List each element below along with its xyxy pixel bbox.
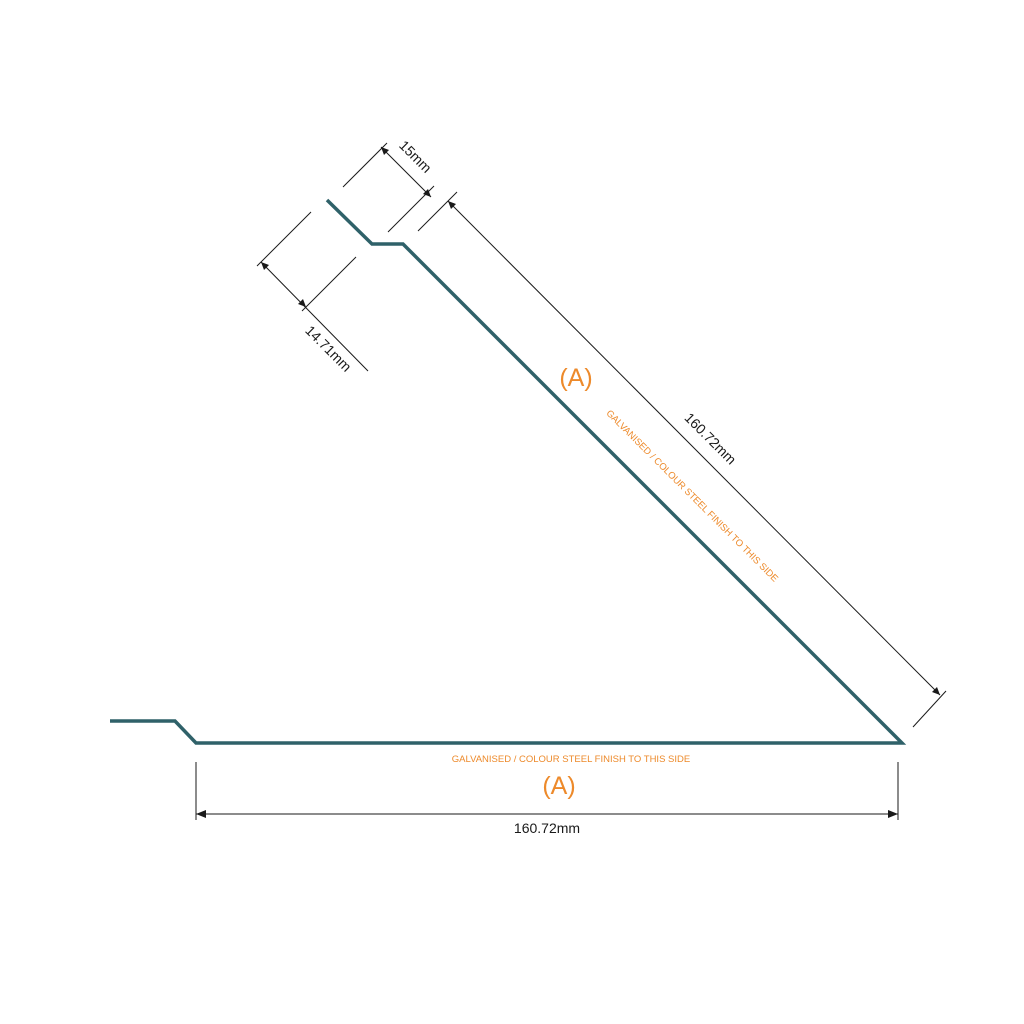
dimension-label: 160.72mm bbox=[681, 409, 739, 467]
dimension-base-side: 160.72mm bbox=[195, 762, 899, 836]
arrowhead bbox=[423, 189, 431, 197]
extension-line bbox=[912, 690, 947, 728]
extension-line bbox=[256, 211, 312, 267]
dimension-line bbox=[380, 146, 432, 198]
dimension-label: 14.71mm bbox=[302, 322, 355, 375]
arrowhead bbox=[448, 201, 456, 209]
dimension-line bbox=[447, 200, 941, 696]
dimension-label: 15mm bbox=[396, 137, 435, 176]
extension-line bbox=[301, 256, 357, 312]
dimension-line bbox=[260, 261, 369, 372]
side-label-base: (A) bbox=[542, 772, 575, 800]
arrowhead bbox=[298, 299, 306, 307]
arrowhead bbox=[196, 810, 206, 818]
arrowhead bbox=[888, 810, 898, 818]
side-label-diagonal: (A) bbox=[559, 364, 592, 392]
dimension-top-lip-depth: 14.71mm bbox=[256, 211, 369, 375]
dimension-top-lip-width: 15mm bbox=[342, 137, 435, 233]
arrowhead bbox=[261, 262, 269, 270]
flashing-profile bbox=[110, 198, 907, 745]
arrowhead bbox=[932, 687, 940, 695]
profile-line bbox=[110, 198, 907, 745]
extension-line bbox=[342, 142, 388, 188]
finish-note-base: GALVANISED / COLOUR STEEL FINISH TO THIS… bbox=[452, 754, 690, 765]
base-finish-annotation: GALVANISED / COLOUR STEEL FINISH TO THIS… bbox=[452, 754, 690, 800]
diagonal-finish-annotation: (A) GALVANISED / COLOUR STEEL FINISH TO … bbox=[559, 364, 780, 584]
finish-note-diagonal: GALVANISED / COLOUR STEEL FINISH TO THIS… bbox=[604, 408, 780, 584]
arrowhead bbox=[381, 147, 389, 155]
extension-line bbox=[417, 191, 458, 232]
dimension-label: 160.72mm bbox=[514, 820, 580, 836]
dimension-long-side: 160.72mm bbox=[417, 191, 947, 728]
